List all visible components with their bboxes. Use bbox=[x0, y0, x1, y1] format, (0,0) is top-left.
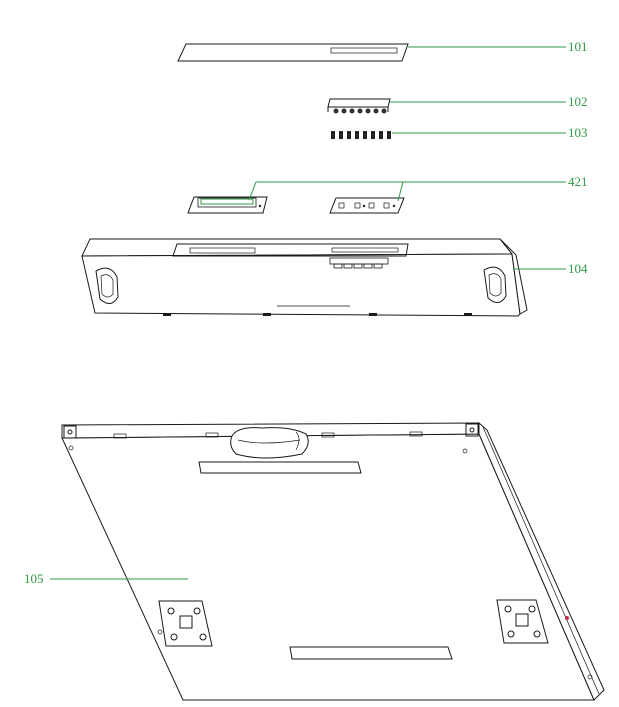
part-421-pcb-right bbox=[329, 197, 405, 214]
label-102: 102 bbox=[568, 94, 588, 109]
label-101: 101 bbox=[568, 39, 588, 54]
right-mounting-pad bbox=[496, 599, 549, 644]
label-104: 104 bbox=[568, 261, 588, 276]
label-105: 105 bbox=[24, 571, 44, 586]
part-102-button-bar bbox=[327, 98, 391, 114]
left-handle-slot bbox=[95, 267, 119, 304]
part-101-cover-strip bbox=[177, 43, 409, 62]
part-104-front-panel bbox=[81, 238, 528, 317]
part-labels: 101 102 103 421 104 105 bbox=[24, 39, 588, 586]
label-421: 421 bbox=[568, 174, 588, 189]
part-103-spring-row bbox=[331, 131, 391, 139]
leader-lines bbox=[50, 46, 566, 580]
right-handle-slot bbox=[483, 266, 507, 303]
left-mounting-pad bbox=[158, 600, 213, 647]
accent-dot bbox=[565, 616, 569, 620]
label-103: 103 bbox=[568, 125, 588, 140]
part-105-chassis-tray bbox=[61, 421, 605, 701]
part-421-pcb-left bbox=[187, 196, 268, 214]
